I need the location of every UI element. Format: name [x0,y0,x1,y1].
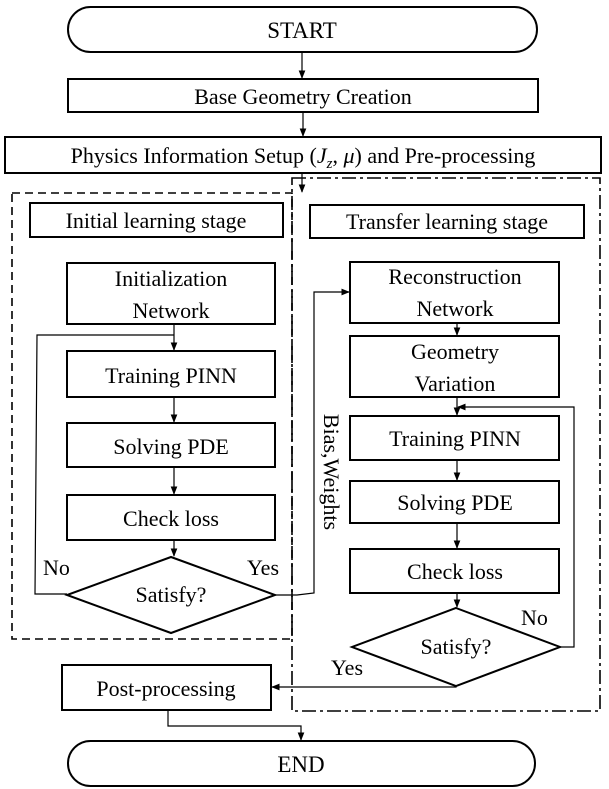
end-label: END [277,752,324,777]
transfer-solving-pde-box [349,480,560,524]
initial-training-pinn-label: Training PINN [105,363,237,388]
transfer-check-loss-box [349,548,560,594]
physics-setup-suffix: ) and Pre-processing [355,143,536,168]
initial-stage-boundary [11,192,293,640]
initial-stage-title: Initial learning stage [66,208,247,233]
base-geometry-label: Base Geometry Creation [194,84,412,109]
post-processing-label: Post-processing [96,676,235,701]
transfer-check-loss-label: Check loss [407,559,503,584]
transfer-training-pinn-label: Training PINN [389,426,521,451]
initial-satisfy-label: Satisfy? [136,582,207,607]
arrow-yes-bias-weights [275,288,350,596]
end-terminal [67,740,536,787]
physics-z-subscript: z [326,156,333,172]
initial-yes-label: Yes [247,555,279,580]
initial-check-loss-label: Check loss [123,506,219,531]
initial-satisfy-decision [64,555,278,635]
start-label: START [267,18,337,43]
initialization-label-line2: Network [133,298,210,323]
transfer-stage-boundary [291,177,601,712]
physics-mu-symbol: μ [342,143,354,168]
reconstruction-label-line2: Network [417,296,494,321]
geometry-variation-box [349,335,560,398]
post-processing-box [61,664,272,711]
base-geometry-box [67,78,539,113]
geometry-label-line2: Variation [415,371,496,396]
initialization-label-line1: Initialization [115,266,227,291]
initial-check-loss-box [66,494,276,541]
initial-solving-pde-box [66,422,276,468]
initial-stage-title-box [29,202,284,238]
initial-training-pinn-box [66,350,276,398]
transfer-yes-label: Yes [331,655,363,680]
arrow-yes-to-post [271,683,457,691]
physics-setup-box [4,136,602,174]
transfer-no-label: No [521,605,548,630]
physics-comma: , [332,143,343,168]
initial-no-label: No [43,555,70,580]
reconstruction-label-line1: Reconstruction [388,264,521,289]
physics-setup-label: Physics Information Setup (Jz, μ) and Pr… [71,143,536,172]
bias-weights-label: Bias,Weights [319,414,344,530]
initial-solving-pde-label: Solving PDE [113,434,229,459]
physics-j-symbol: J [317,143,328,168]
geometry-label-line1: Geometry [411,339,499,364]
initialization-network-box [66,262,276,325]
reconstruction-network-box [349,261,560,324]
transfer-solving-pde-label: Solving PDE [397,490,513,515]
transfer-stage-title-box [309,204,585,239]
arrow-post-to-end [167,710,305,741]
transfer-training-pinn-box [349,415,560,461]
transfer-stage-title: Transfer learning stage [346,209,548,234]
physics-setup-prefix: Physics Information Setup ( [71,143,317,168]
transfer-no-loop [457,403,575,648]
transfer-satisfy-label: Satisfy? [421,634,492,659]
initial-no-loop [34,334,174,595]
